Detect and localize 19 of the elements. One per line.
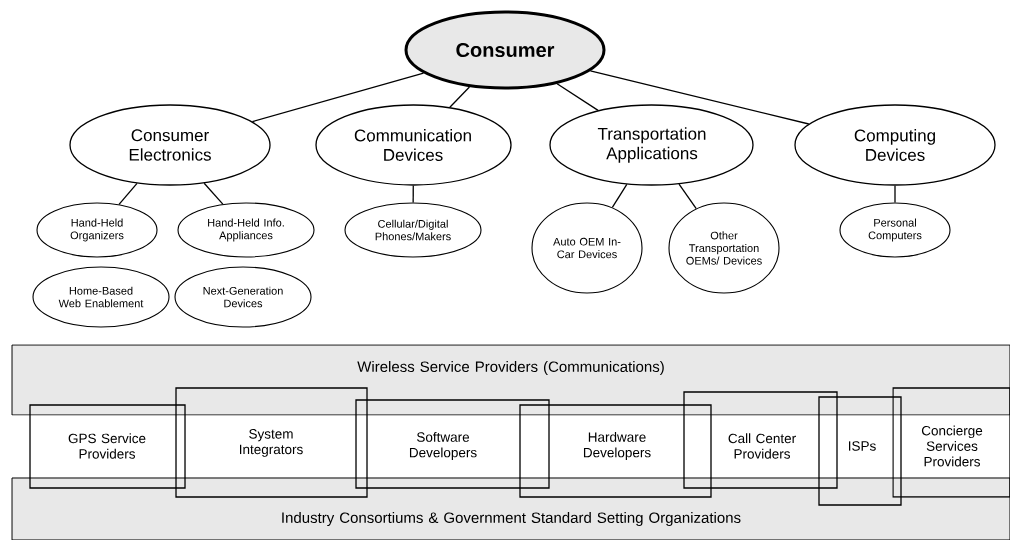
role-box: Call Center Providers xyxy=(683,391,838,489)
role-box: Hardware Developers xyxy=(519,404,712,498)
role-box: GPS Service Providers xyxy=(29,404,186,489)
band: Industry Consortiums & Government Standard Setting Organizations xyxy=(11,477,1010,540)
connector-line xyxy=(589,70,810,125)
role-box: System Integrators xyxy=(175,387,368,498)
connector-line xyxy=(556,83,599,111)
role-box: Software Developers xyxy=(355,399,550,489)
role-box: ISPs xyxy=(818,396,902,506)
connector-line xyxy=(894,185,896,204)
connector-line xyxy=(611,183,628,209)
connector-line xyxy=(449,86,471,108)
connector-line xyxy=(118,182,138,205)
connector-line xyxy=(678,183,697,210)
role-box: Concierge Services Providers xyxy=(892,387,1010,498)
band: Wireless Service Providers (Communications) xyxy=(11,344,1010,416)
connector-line xyxy=(203,182,224,205)
connector-line xyxy=(251,72,425,123)
connector-line xyxy=(412,185,414,204)
